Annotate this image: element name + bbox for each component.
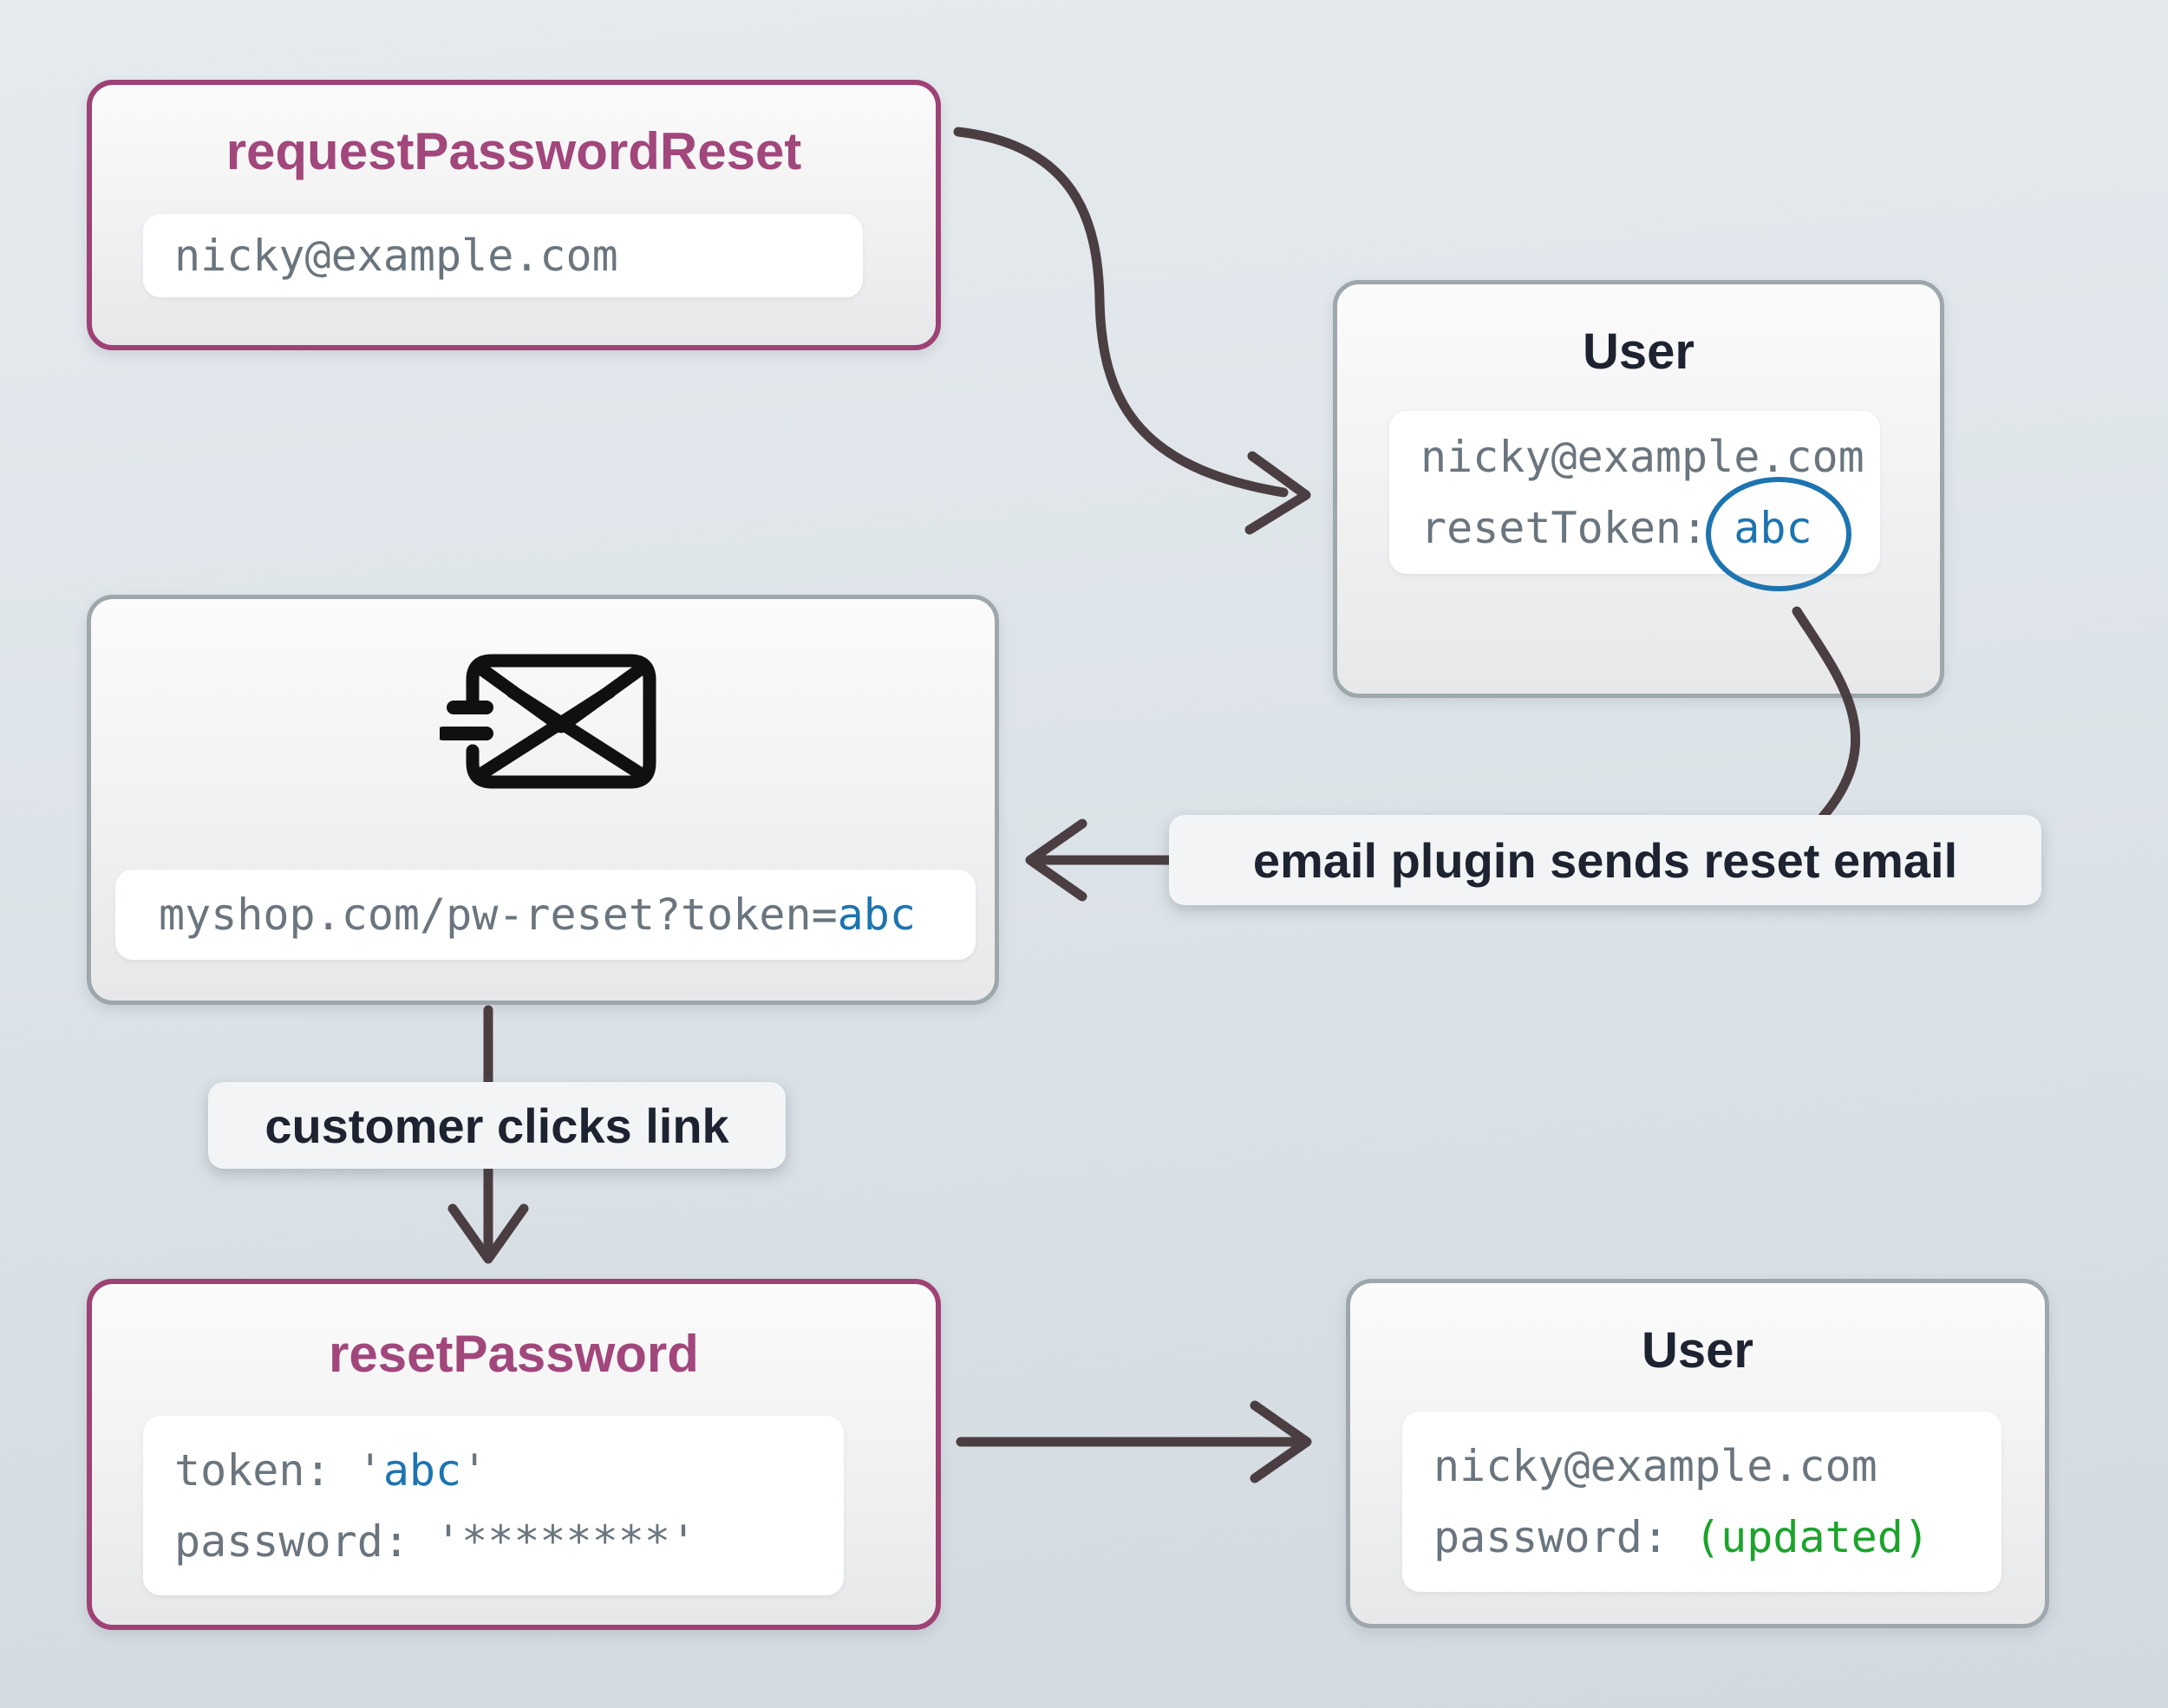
password-label: password: — [1433, 1512, 1695, 1562]
request-email-field: nicky@example.com — [143, 214, 863, 297]
password-line: password: '********' — [174, 1516, 697, 1567]
user-bottom-password-line: password: (updated) — [1433, 1502, 2001, 1573]
email-send-icon — [440, 654, 656, 789]
token-value: abc — [382, 1444, 462, 1496]
reset-url-field: myshop.com/pw-reset?token=abc — [115, 870, 976, 960]
reset-password-node: resetPassword token: 'abc' password: '**… — [87, 1279, 941, 1630]
token-prefix: token: ' — [174, 1444, 383, 1496]
password-updated-value: (updated) — [1695, 1512, 1930, 1562]
arrow-request-to-user-head — [1244, 451, 1311, 535]
request-password-reset-title: requestPasswordReset — [225, 122, 802, 180]
user-bottom-record-field: nicky@example.com password: (updated) — [1402, 1411, 2001, 1592]
reset-url-token: abc — [837, 890, 916, 940]
reset-password-args-field: token: 'abc' password: '********' — [143, 1416, 844, 1595]
reset-url-prefix: myshop.com/pw-reset?token= — [159, 890, 838, 940]
user-node-top: User nicky@example.com resetToken: abc — [1333, 280, 1944, 698]
token-suffix: ' — [461, 1444, 488, 1496]
token-line: token: 'abc' — [174, 1435, 844, 1506]
arrow-request-to-user — [953, 127, 1289, 498]
user-top-email: nicky@example.com — [1420, 432, 1864, 482]
arrow-email-to-resetpassword-head — [447, 1203, 529, 1264]
user-bottom-title: User — [1642, 1322, 1753, 1379]
customer-clicks-label: customer clicks link — [208, 1082, 786, 1169]
email-send-icon-fold-left — [473, 685, 617, 782]
request-email-value: nicky@example.com — [174, 231, 618, 281]
email-node: myshop.com/pw-reset?token=abc — [87, 595, 999, 1005]
email-send-icon-fold-right — [506, 685, 650, 782]
reset-password-title: resetPassword — [329, 1325, 699, 1383]
request-password-reset-node: requestPasswordReset nicky@example.com — [87, 80, 941, 350]
reset-url-line: myshop.com/pw-reset?token=abc — [159, 879, 976, 950]
arrow-resetpassword-to-user-head — [1250, 1400, 1312, 1483]
user-top-title: User — [1583, 323, 1695, 380]
email-plugin-label: email plugin sends reset email — [1169, 815, 2041, 905]
reset-token-label: resetToken: — [1420, 503, 1734, 553]
user-node-bottom: User nicky@example.com password: (update… — [1346, 1279, 2049, 1628]
token-highlight-circle — [1706, 477, 1851, 591]
arrow-label-to-email-box-head — [1025, 818, 1087, 902]
user-bottom-email: nicky@example.com — [1433, 1441, 1877, 1491]
